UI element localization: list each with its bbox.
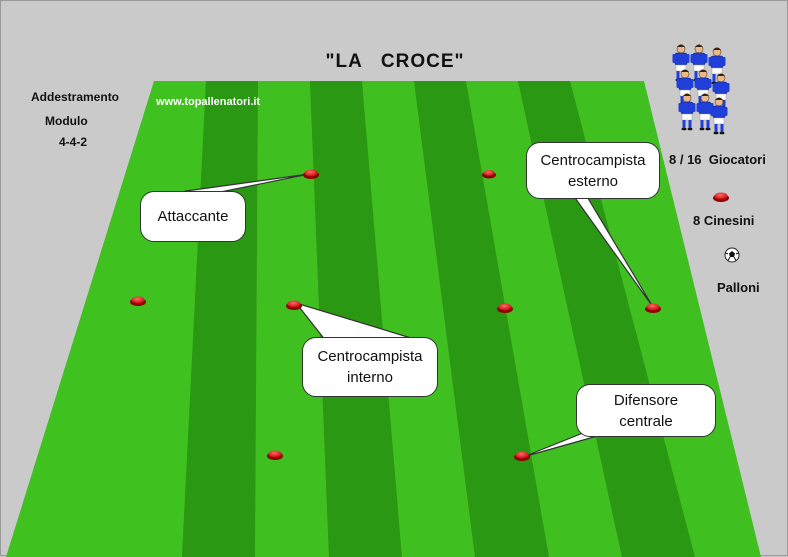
cone-icon — [267, 450, 283, 460]
cones-count-label: 8 Cinesini — [693, 213, 755, 228]
players-group-icon — [672, 44, 730, 135]
cone-icon — [497, 303, 513, 313]
callout-difensore-centrale: Difensore centrale — [576, 384, 716, 437]
cone-icon — [514, 451, 530, 461]
cone-icon — [645, 303, 661, 313]
callout-attaccante: Attaccante — [140, 191, 246, 242]
callout-centrocampista-esterno-text: Centrocampista esterno — [540, 151, 646, 190]
callout-centrocampista-esterno: Centrocampista esterno — [526, 142, 660, 199]
player-icon — [678, 93, 696, 131]
ball-icon — [724, 247, 740, 263]
module-label: Modulo — [45, 114, 88, 128]
cone-icon — [713, 192, 729, 202]
drill-title: "LA CROCE" — [325, 51, 465, 72]
callout-attaccante-text: Attaccante — [157, 208, 229, 225]
formation-label: 4-4-2 — [59, 135, 88, 149]
cone-icon — [130, 296, 146, 306]
player-icon — [710, 97, 728, 135]
balls-label: Palloni — [717, 280, 760, 295]
cone-icon — [303, 169, 319, 179]
cone-icon — [482, 170, 496, 179]
cone-icon — [286, 300, 302, 310]
callout-centrocampista-interno-text: Centrocampista interno — [317, 348, 423, 386]
callout-difensore-centrale-text: Difensore centrale — [613, 391, 679, 430]
website-label: www.topallenatori.it — [156, 96, 261, 108]
training-label: Addestramento — [31, 90, 120, 104]
player-icon — [712, 73, 730, 111]
callout-centrocampista-interno: Centrocampista interno — [302, 337, 438, 397]
players-count-label: 8 / 16 Giocatori — [669, 152, 766, 167]
